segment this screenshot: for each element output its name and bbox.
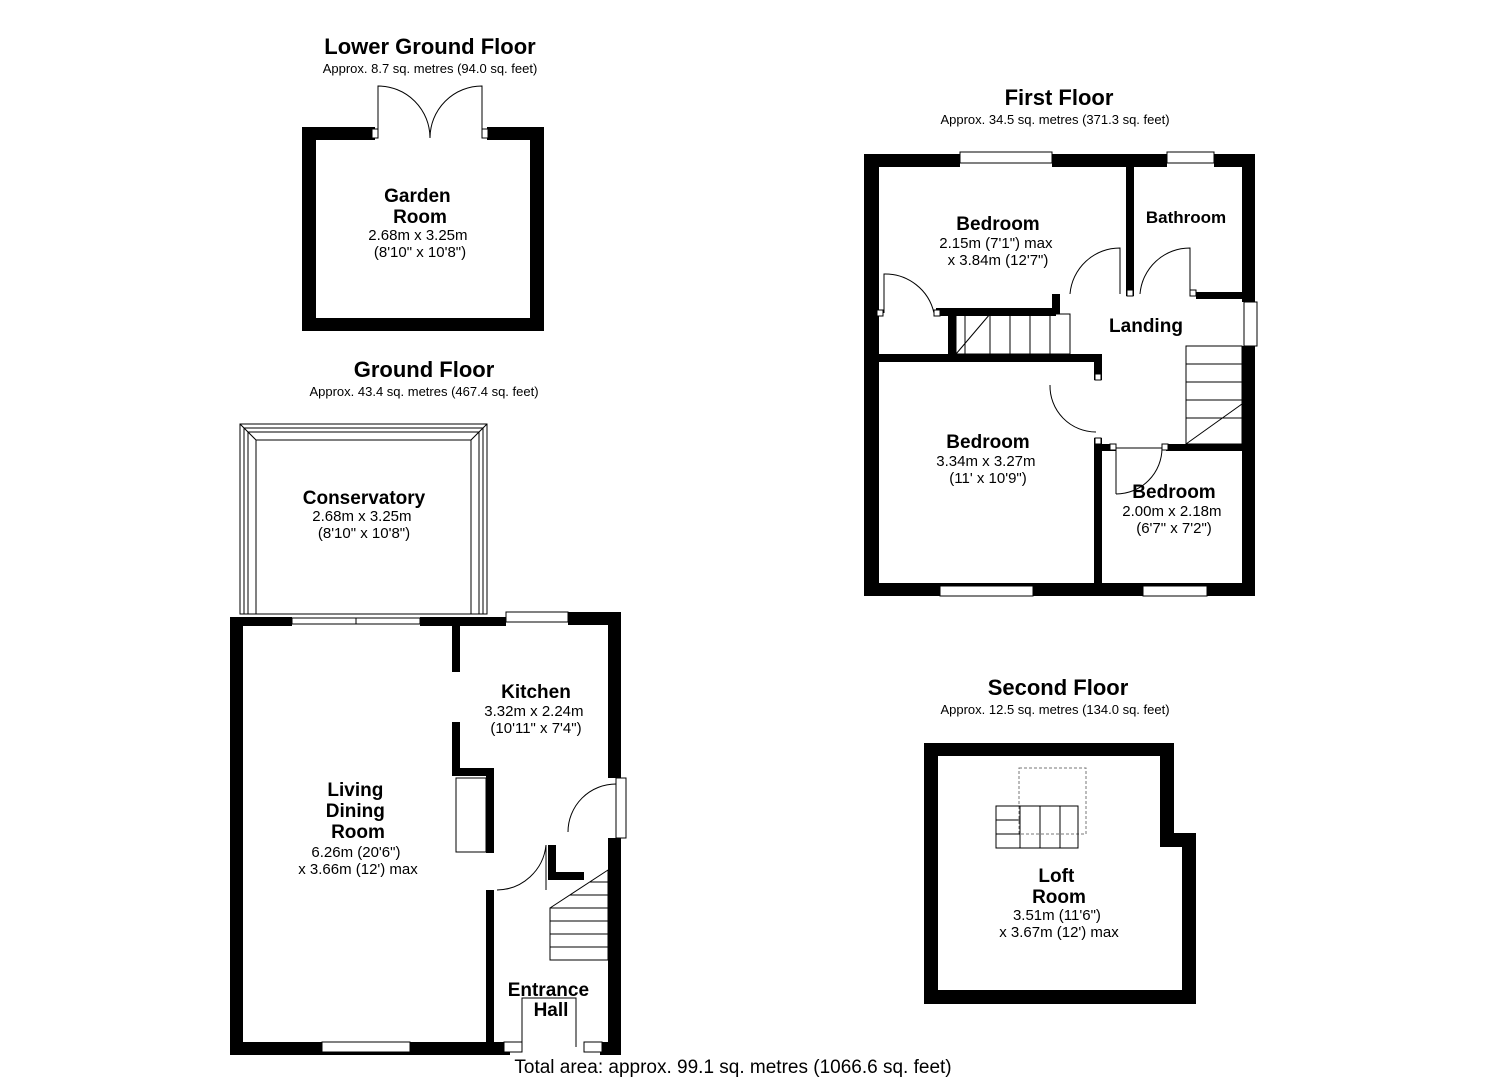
second-floor-title: Second Floor — [988, 675, 1129, 700]
ground-floor-area: Approx. 43.4 sq. metres (467.4 sq. feet) — [309, 384, 538, 399]
room-name-bedroom-2: Bedroom — [946, 432, 1029, 453]
second-floor-stairs — [995, 767, 1087, 849]
room-dims-loft-room: 3.51m (11'6") x 3.67m (12') max — [999, 907, 1119, 941]
room-dims-conservatory: 2.68m x 3.25m (8'10" x 10'8") — [312, 508, 415, 542]
room-dims-kitchen: 3.32m x 2.24m (10'11" x 7'4") — [484, 703, 587, 737]
lower-ground-floor-area: Approx. 8.7 sq. metres (94.0 sq. feet) — [323, 61, 538, 76]
lower-ground-floor: Lower Ground Floor Approx. 8.7 sq. metre… — [302, 34, 544, 331]
room-name-bedroom-3: Bedroom — [1132, 482, 1215, 503]
first-floor-title: First Floor — [1005, 85, 1114, 110]
room-name-entrance-hall: Entrance Hall — [508, 980, 595, 1021]
second-floor: Second Floor Approx. 12.5 sq. metres (13… — [924, 675, 1196, 1004]
first-floor: First Floor Approx. 34.5 sq. metres (371… — [864, 85, 1258, 597]
total-area: Total area: approx. 99.1 sq. metres (106… — [514, 1057, 951, 1078]
room-name-bathroom: Bathroom — [1146, 208, 1226, 227]
lower-ground-floor-title: Lower Ground Floor — [324, 34, 536, 59]
room-name-conservatory: Conservatory — [303, 488, 426, 509]
first-floor-stairs-upper — [955, 313, 1071, 355]
first-floor-area: Approx. 34.5 sq. metres (371.3 sq. feet) — [940, 112, 1169, 127]
room-name-landing: Landing — [1109, 316, 1183, 337]
room-name-bedroom-1: Bedroom — [956, 214, 1039, 235]
room-dims-garden-room: 2.68m x 3.25m (8'10" x 10'8") — [368, 227, 471, 261]
first-floor-stairs-lower — [1185, 345, 1243, 445]
ground-floor-title: Ground Floor — [354, 357, 495, 382]
room-dims-living-dining-room: 6.26m (20'6") x 3.66m (12') max — [298, 844, 418, 878]
ground-floor-stairs — [549, 869, 609, 961]
room-dims-bedroom-3: 2.00m x 2.18m (6'7" x 7'2") — [1122, 503, 1225, 537]
room-name-kitchen: Kitchen — [501, 682, 571, 703]
second-floor-area: Approx. 12.5 sq. metres (134.0 sq. feet) — [940, 702, 1169, 717]
room-dims-bedroom-1: 2.15m (7'1") max x 3.84m (12'7") — [939, 235, 1056, 269]
room-dims-bedroom-2: 3.34m x 3.27m (11' x 10'9") — [936, 453, 1039, 487]
room-name-garden-room: Garden Room — [384, 186, 456, 228]
room-name-loft-room: Loft Room — [1032, 866, 1086, 908]
room-name-living-dining-room: Living Dining Room — [326, 780, 390, 843]
ground-floor: Ground Floor Approx. 43.4 sq. metres (46… — [230, 357, 627, 1055]
